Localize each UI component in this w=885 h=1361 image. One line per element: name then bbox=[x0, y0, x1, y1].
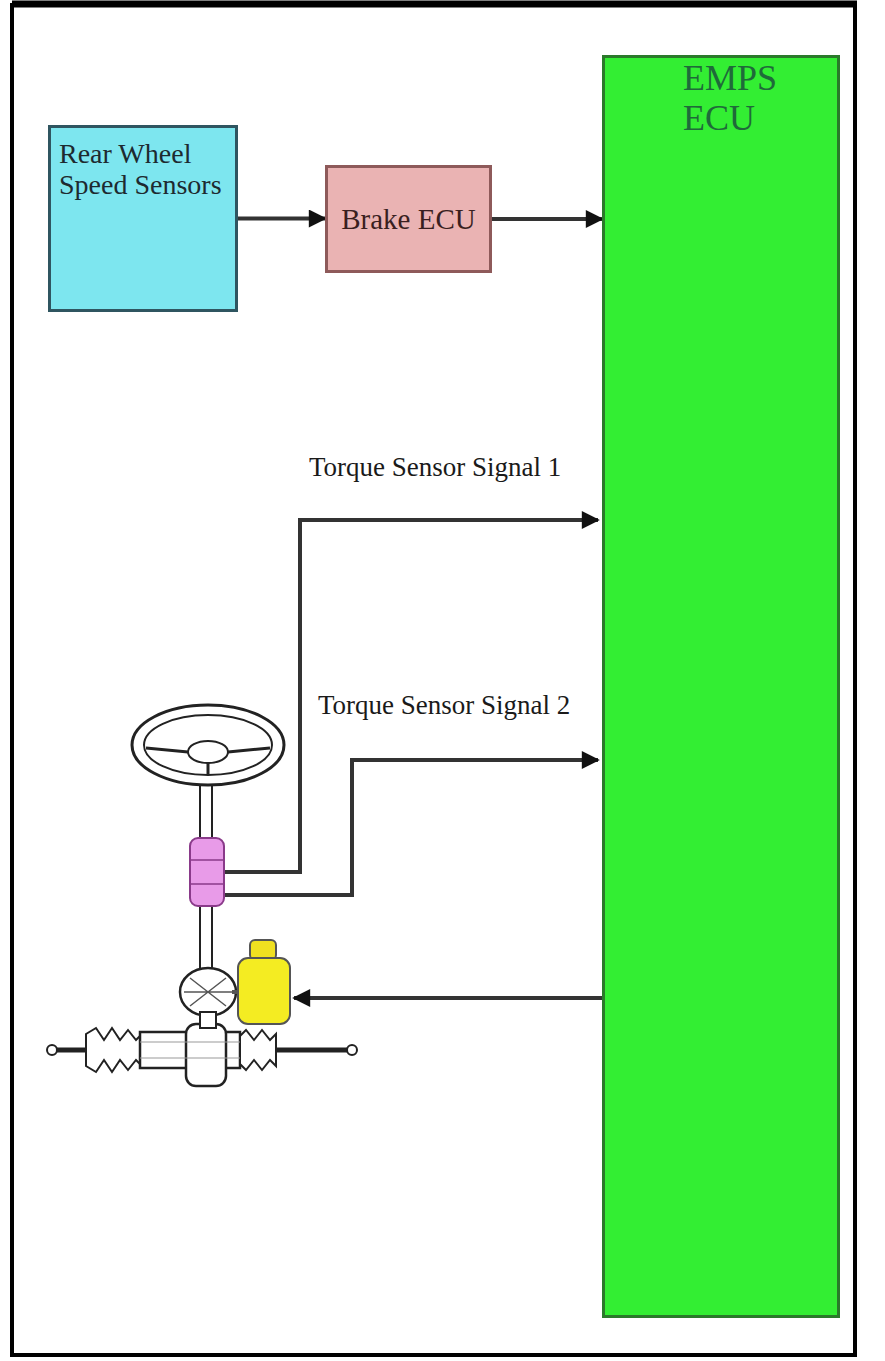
steering-wheel bbox=[132, 705, 284, 785]
node-text: Brake ECU bbox=[341, 203, 476, 235]
reduction-gear bbox=[180, 968, 236, 1028]
signal-wire bbox=[225, 760, 598, 895]
signal-arrow bbox=[238, 217, 325, 221]
steering-rack bbox=[47, 1024, 357, 1086]
ecu-box: Brake ECU bbox=[325, 165, 492, 273]
assist-motor bbox=[232, 940, 290, 1024]
node-text: Rear Wheel Speed Sensors bbox=[59, 138, 227, 201]
emps-ecu-box: EMPS ECU bbox=[602, 55, 840, 1318]
sensor-box: Rear Wheel Speed Sensors bbox=[48, 125, 238, 312]
signal-arrow bbox=[492, 217, 602, 221]
frame bbox=[12, 5, 855, 1355]
torque-sensor bbox=[190, 838, 224, 906]
node-text: EMPS ECU bbox=[683, 58, 813, 139]
motor-drive-wire bbox=[294, 996, 602, 1000]
signal-label: Torque Sensor Signal 1 bbox=[306, 452, 564, 483]
frame-top bbox=[12, 1, 857, 8]
signal-wire bbox=[225, 520, 598, 872]
signal-label: Torque Sensor Signal 2 bbox=[315, 690, 573, 721]
